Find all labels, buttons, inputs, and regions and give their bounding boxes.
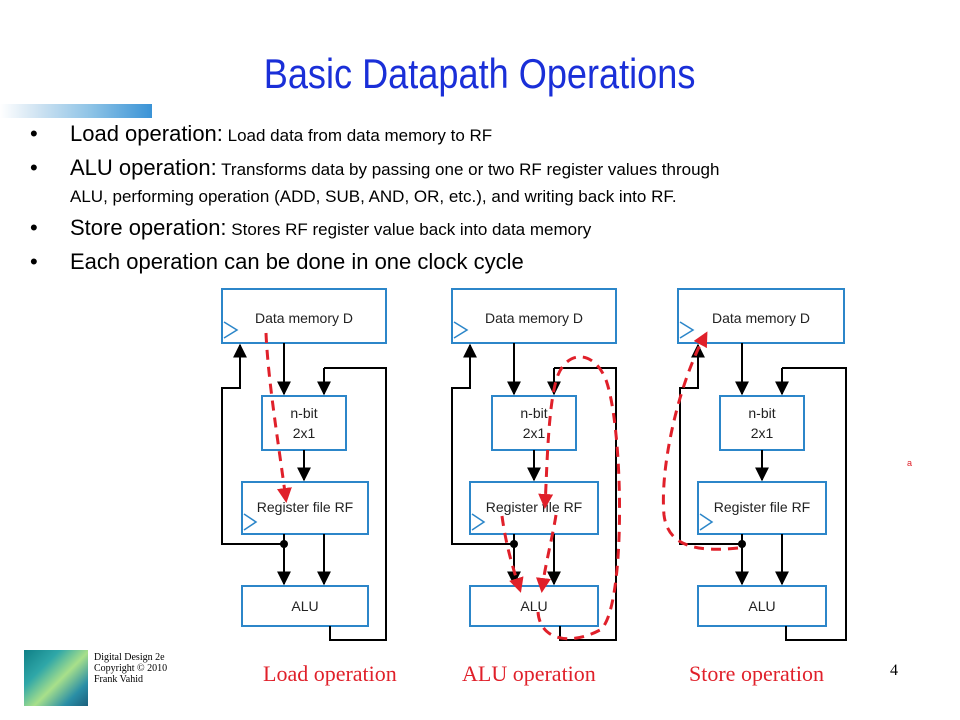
bullet-marker: • [30,121,38,146]
wires [221,343,387,641]
bullet-head: Load operation: [70,121,223,146]
store-datapath: Data memory D n-bit 2x1 Register file RF… [661,288,847,641]
junction-dot [738,540,746,548]
clock-icon [471,513,486,531]
wires [451,343,617,641]
alu-writeback-arrow [536,355,622,641]
load-datapath: Data memory D n-bit 2x1 Register file RF… [221,288,387,641]
bullet-marker: • [30,215,38,240]
data-memory-box [221,288,387,344]
credit-block: Digital Design 2e Copyright © 2010 Frank… [94,652,167,685]
store-path-arrow [661,331,739,551]
clock-icon [243,513,258,531]
page-number: 4 [890,662,898,679]
bullet-clock: • Each operation can be done in one cloc… [30,248,930,276]
bullet-marker: • [30,155,38,180]
alu-input-arrow-a [500,515,524,593]
bullet-marker: • [30,249,38,274]
bullet-continuation: ALU, performing operation (ADD, SUB, AND… [70,187,677,206]
data-memory-label: Data memory D [255,310,353,326]
data-memory-label: Data memory D [485,310,583,326]
clock-icon [679,321,695,339]
alu-box [697,585,827,627]
caption-alu: ALU operation [462,661,596,686]
bullet-list: • Load operation: Load data from data me… [30,120,930,280]
mux-label-line1: n-bit [520,405,547,421]
mux-label-line2: 2x1 [293,425,316,441]
slide-title: Basic Datapath Operations [263,50,696,97]
bullet-alu: • ALU operation: Transforms data by pass… [30,154,930,210]
bullet-body: Transforms data by passing one or two RF… [216,160,720,179]
register-file-box [697,481,827,535]
mux-box [491,395,577,451]
bullet-head: ALU operation: [70,155,217,180]
register-file-label: Register file RF [486,499,582,515]
mux-label-line1: n-bit [748,405,775,421]
register-file-box [241,481,369,535]
bullet-head: Each operation can be done in one clock … [70,249,524,274]
register-file-label: Register file RF [257,499,353,515]
bullet-head: Store operation: [70,215,227,240]
data-memory-label: Data memory D [712,310,810,326]
caption-load: Load operation [263,661,397,686]
alu-input-arrow-b [535,514,558,593]
bullet-load: • Load operation: Load data from data me… [30,120,930,150]
credit-line: Frank Vahid [94,674,143,685]
register-file-box [469,481,599,535]
bullet-body: Stores RF register value back into data … [226,220,592,239]
alu-box [241,585,369,627]
junction-dot [280,540,288,548]
publisher-logo [24,650,88,706]
bullet-body: Load data from data memory to RF [222,126,493,145]
credit-line: Copyright © 2010 [94,663,168,674]
credit-line: Digital Design 2e [94,652,165,663]
title-accent-bar [0,104,152,118]
mux-box [719,395,805,451]
stray-mark: a [907,458,913,468]
clock-icon [223,321,239,339]
caption-store: Store operation [689,661,825,686]
alu-datapath: Data memory D n-bit 2x1 Register file RF… [451,288,622,641]
data-memory-box [451,288,617,344]
clock-icon [453,321,469,339]
register-file-label: Register file RF [714,499,810,515]
mux-label-line2: 2x1 [751,425,774,441]
alu-label: ALU [748,598,775,614]
junction-dot [510,540,518,548]
mux-label-line2: 2x1 [523,425,546,441]
bullet-store: • Store operation: Stores RF register va… [30,214,930,244]
clock-icon [699,513,714,531]
alu-box [469,585,599,627]
alu-label: ALU [520,598,547,614]
alu-label: ALU [291,598,318,614]
mux-label-line1: n-bit [290,405,317,421]
